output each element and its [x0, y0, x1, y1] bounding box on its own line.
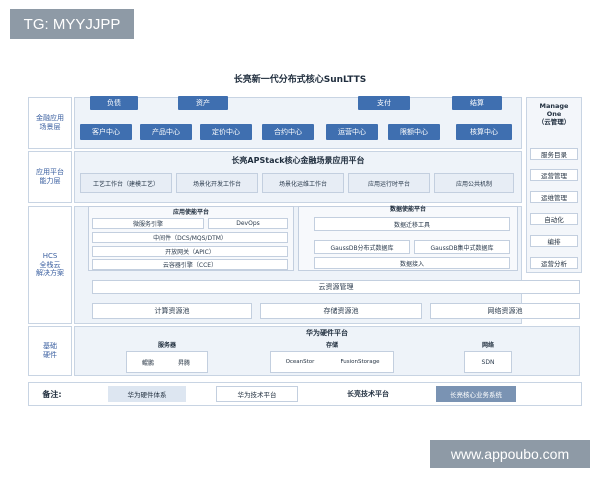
business-button-settlement: 结算 — [452, 96, 502, 110]
app-platform-title: 应用使能平台 — [172, 209, 209, 216]
watermark-top: TG: MYYJJPP — [10, 9, 134, 39]
data-platform-title: 数据使能平台 — [389, 206, 426, 213]
center-product: 产品中心 — [140, 124, 192, 140]
data-platform-item: 数据接入 — [314, 257, 510, 269]
center-operation: 运营中心 — [326, 124, 378, 140]
data-platform-item: GaussDB集中式数据库 — [414, 240, 510, 254]
apstack-item: 场景化运维工作台 — [262, 173, 344, 193]
data-platform-item: GaussDB分布式数据库 — [314, 240, 410, 254]
legend-huawei-tech: 华为技术平台 — [216, 386, 298, 402]
app-platform-item: 开放网关（APIC） — [92, 246, 288, 257]
app-platform-item: 微服务引擎 — [92, 218, 204, 229]
app-platform-item: 中间件（DCS/MQS/DTM） — [92, 232, 288, 243]
cloud-resource-management: 云资源管理 — [92, 280, 580, 294]
compute-pool: 计算资源池 — [92, 303, 252, 319]
legend-sunline-tech: 长亮技术平台 — [347, 390, 389, 398]
watermark-bottom: www.appoubo.com — [430, 440, 590, 468]
mgmt-item: 服务目录 — [530, 148, 578, 160]
hardware-title: 华为硬件平台 — [306, 329, 348, 337]
row-label-platform: 应用平台能力层 — [28, 151, 72, 203]
hardware-item: SDN — [464, 351, 512, 373]
manage-one-title: Manage One （云管理） — [537, 102, 571, 127]
row-label-scene: 金融应用场景层 — [28, 97, 72, 149]
app-platform-item: DevOps — [208, 218, 288, 229]
mgmt-item: 自动化 — [530, 213, 578, 225]
apstack-item: 场景化开发工作台 — [176, 173, 258, 193]
app-platform-item: 云容器引擎（CCE） — [92, 259, 288, 270]
business-button-payment: 支付 — [358, 96, 410, 110]
legend-label: 备注: — [42, 389, 62, 399]
business-button-asset: 资产 — [178, 96, 228, 110]
storage-pool: 存储资源池 — [260, 303, 422, 319]
scene-panel — [74, 97, 522, 149]
hardware-group-label: 存储 — [325, 342, 338, 349]
hardware-item: 昇腾 — [177, 359, 190, 367]
apstack-item: 应用运行时平台 — [348, 173, 430, 193]
hardware-storage-box — [270, 351, 394, 373]
center-limit: 限额中心 — [388, 124, 440, 140]
center-contract: 合约中心 — [262, 124, 314, 140]
row-label-hardware: 基础硬件 — [28, 326, 72, 376]
hardware-group-label: 服务器 — [157, 342, 176, 349]
hardware-group-label: 网络 — [481, 342, 494, 349]
legend-sunline-core: 长亮核心业务系统 — [436, 386, 516, 402]
hardware-server-box — [126, 351, 208, 373]
mgmt-item: 编排 — [530, 235, 578, 247]
mgmt-item: 运维管理 — [530, 191, 578, 203]
hardware-item: OceanStor — [285, 359, 315, 365]
center-customer: 客户中心 — [80, 124, 132, 140]
business-button-liability: 负债 — [90, 96, 138, 110]
legend-huawei-hardware: 华为硬件体系 — [108, 386, 186, 402]
mgmt-item: 运营管理 — [530, 169, 578, 181]
mgmt-item: 运营分析 — [530, 257, 578, 269]
hardware-item: 鲲鹏 — [141, 359, 154, 367]
center-accounting: 核算中心 — [456, 124, 512, 140]
data-platform-item: 数据迁移工具 — [314, 217, 510, 231]
network-pool: 网络资源池 — [430, 303, 580, 319]
diagram-title: 长亮新一代分布式核心SunLTTS — [233, 75, 367, 85]
hardware-item: FusionStorage — [340, 359, 380, 365]
center-pricing: 定价中心 — [200, 124, 252, 140]
apstack-title: 长亮APStack核心金融场景应用平台 — [231, 156, 365, 165]
apstack-item: 应用公共机制 — [434, 173, 514, 193]
apstack-item: 工艺工作台（建模工艺） — [80, 173, 172, 193]
